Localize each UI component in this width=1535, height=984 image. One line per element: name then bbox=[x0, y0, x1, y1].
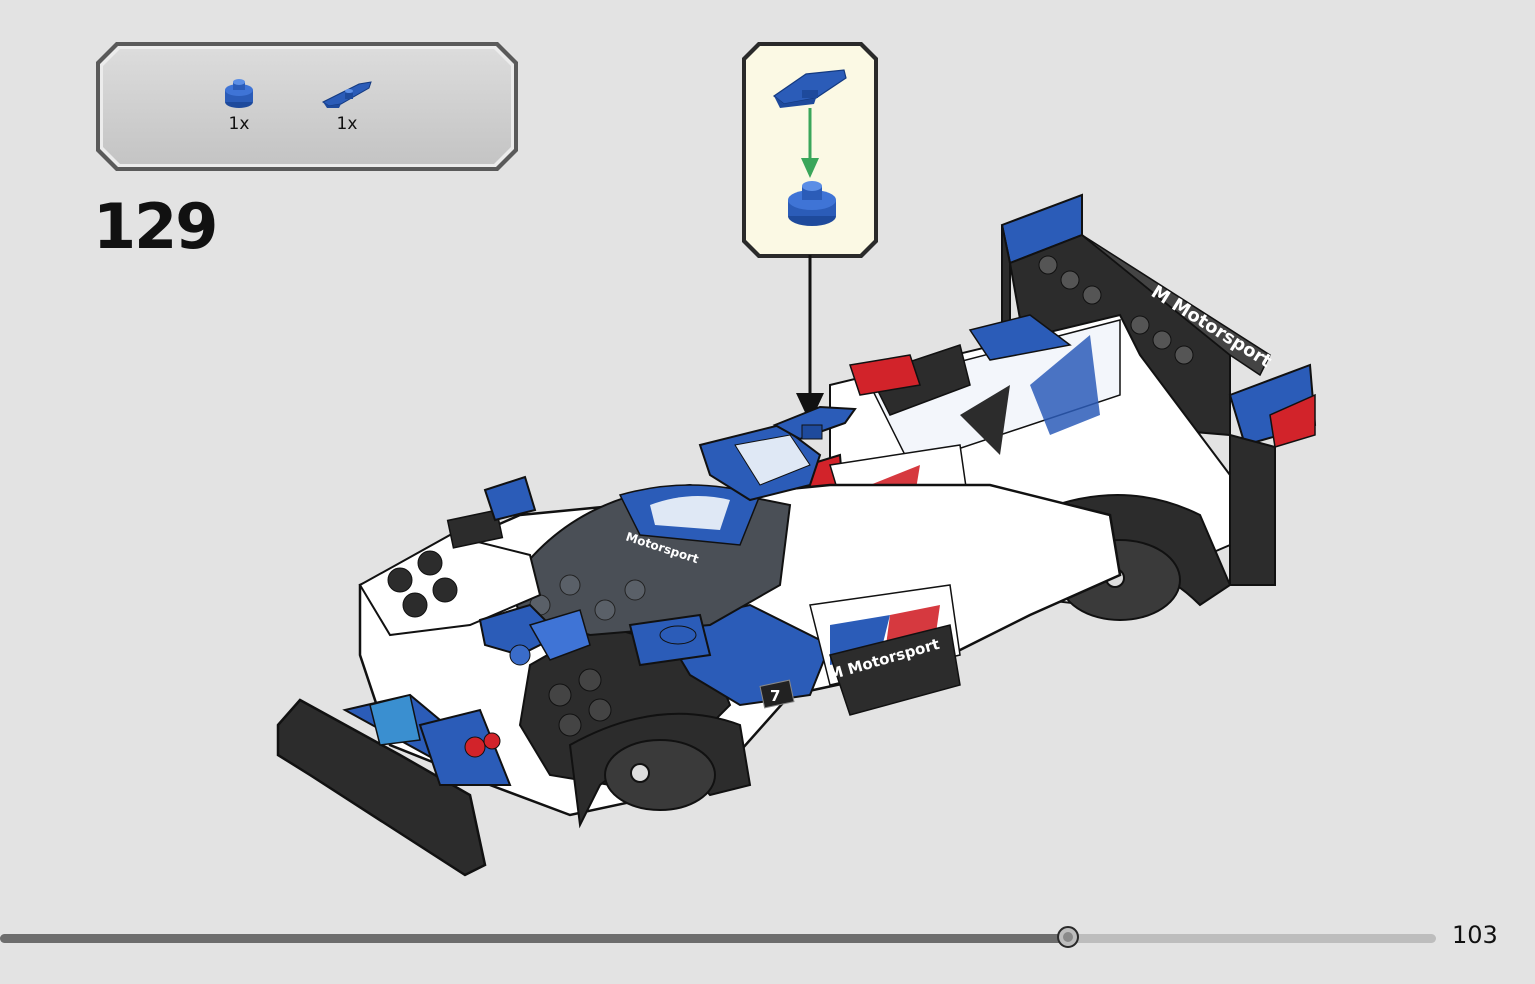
round-plate-blue-icon bbox=[225, 79, 253, 108]
car-number: 7 bbox=[770, 687, 780, 705]
sub-assembly-callout bbox=[742, 42, 878, 258]
rear-wing: M Motorsport bbox=[1000, 193, 1317, 586]
part-item: 1x bbox=[312, 76, 382, 134]
parts-list-panel: 1x 1x bbox=[94, 40, 520, 173]
blue-wing-piece-icon bbox=[322, 81, 372, 108]
progress-bar-knob[interactable] bbox=[1057, 926, 1079, 948]
race-car-model: M Motorsport M Motorsport 7 Motorsport bbox=[276, 193, 1317, 877]
part-quantity: 1x bbox=[228, 114, 250, 134]
placement-pointer-arrow bbox=[796, 255, 824, 423]
wing-piece-icon bbox=[772, 69, 847, 108]
step-number: 129 bbox=[93, 190, 218, 263]
front-wheel bbox=[568, 712, 752, 829]
assembly-arrow-icon bbox=[801, 108, 819, 178]
front-wing bbox=[276, 693, 512, 877]
progress-bar-fill bbox=[0, 934, 1068, 943]
parts-panel-frame bbox=[96, 42, 518, 171]
part-item: 1x bbox=[204, 76, 274, 134]
round-plate-icon bbox=[788, 181, 836, 226]
progress-bar[interactable] bbox=[0, 926, 1436, 948]
placed-wing-element bbox=[772, 405, 857, 441]
part-quantity: 1x bbox=[336, 114, 358, 134]
cockpit-canopy: Motorsport bbox=[508, 483, 792, 637]
car-number-plate bbox=[759, 679, 795, 709]
page-number: 103 bbox=[1452, 921, 1498, 949]
